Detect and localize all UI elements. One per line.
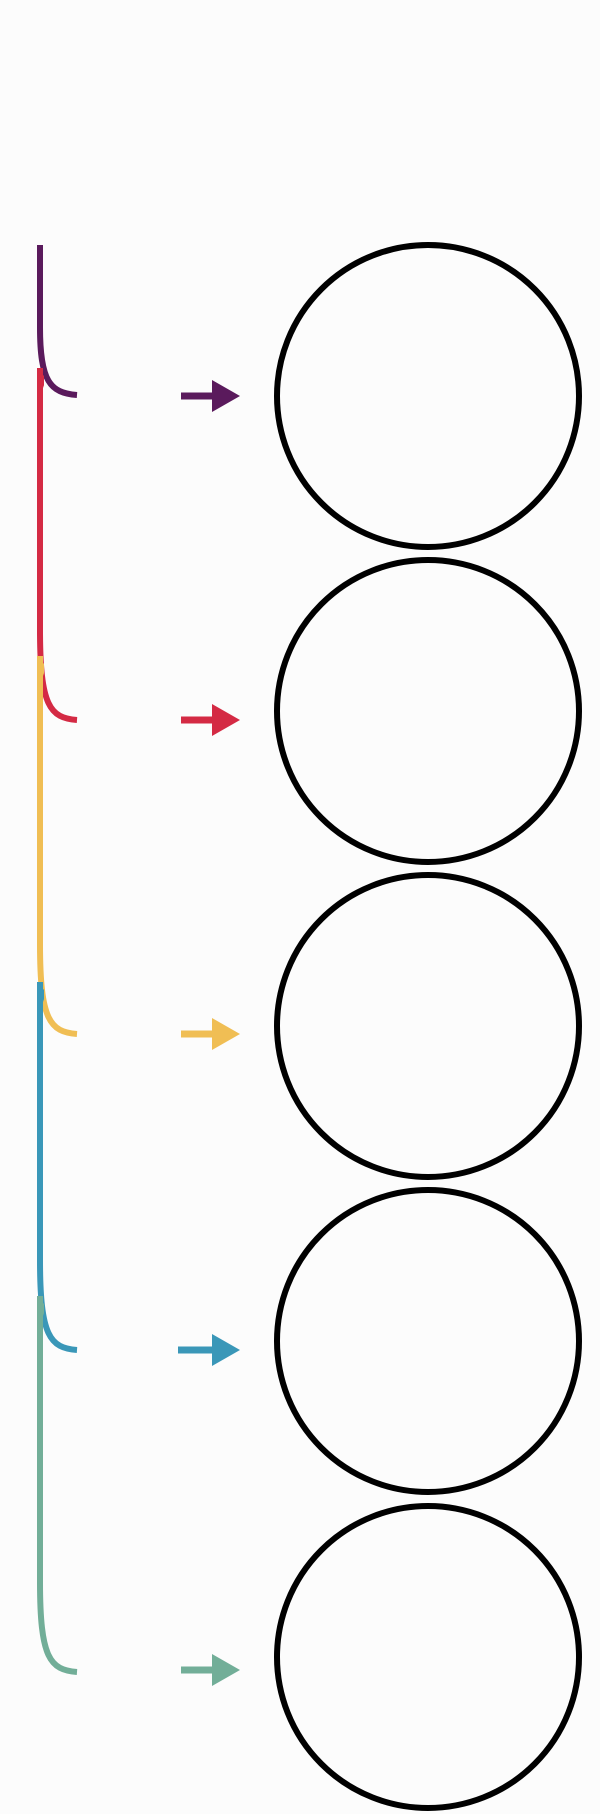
arrow-right-icon — [181, 1654, 240, 1686]
connector-cap-4 — [37, 982, 44, 1002]
connectors-layer — [37, 245, 78, 1675]
arrow-head-1 — [212, 380, 240, 412]
step-circle-4 — [274, 1187, 582, 1495]
arrow-head-5 — [212, 1654, 240, 1686]
arrow-shaft-2 — [181, 716, 217, 724]
circles-layer — [274, 242, 582, 1811]
arrow-head-3 — [212, 1018, 240, 1050]
arrow-right-icon — [181, 380, 240, 412]
arrows-layer — [178, 380, 240, 1686]
connector-5 — [37, 1296, 78, 1675]
connector-2 — [37, 368, 78, 723]
arrow-right-icon — [178, 1334, 240, 1366]
step-circle-3 — [274, 872, 582, 1180]
arrow-shaft-5 — [181, 1666, 217, 1674]
arrow-head-4 — [212, 1334, 240, 1366]
arrow-shaft-1 — [181, 392, 217, 400]
arrow-right-icon — [181, 1018, 240, 1050]
connector-cap-3 — [37, 656, 44, 676]
arrow-right-icon — [181, 704, 240, 736]
arrow-shaft-4 — [178, 1346, 214, 1354]
arrow-head-2 — [212, 704, 240, 736]
step-circle-2 — [274, 557, 582, 865]
connector-3 — [37, 656, 78, 1037]
connector-cap-2 — [37, 368, 44, 388]
arrow-shaft-3 — [181, 1030, 217, 1038]
step-circle-1 — [274, 242, 582, 550]
connector-cap-5 — [37, 1296, 44, 1316]
connector-1 — [37, 245, 78, 398]
step-circle-5 — [274, 1503, 582, 1811]
connector-4 — [37, 982, 78, 1353]
